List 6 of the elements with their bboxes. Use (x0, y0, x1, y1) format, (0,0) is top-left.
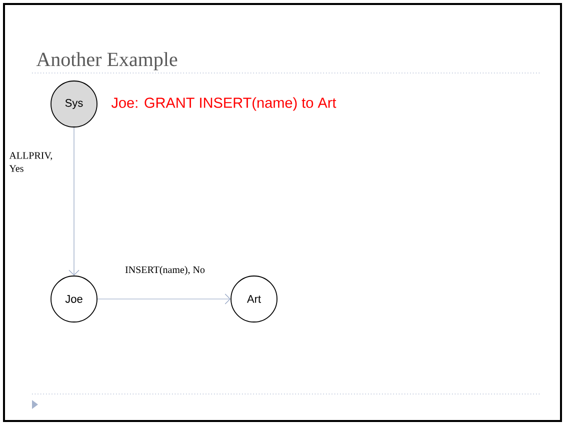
edge-label: INSERT(name), No (124, 265, 206, 276)
slide-title: Another Example (36, 52, 178, 70)
arrow (97, 294, 231, 304)
annotation-text: Joe: GRANT INSERT(name) to Art (111, 97, 336, 111)
edge-label: ALLPRIV, Yes (8, 151, 62, 173)
arrow (68, 127, 80, 276)
